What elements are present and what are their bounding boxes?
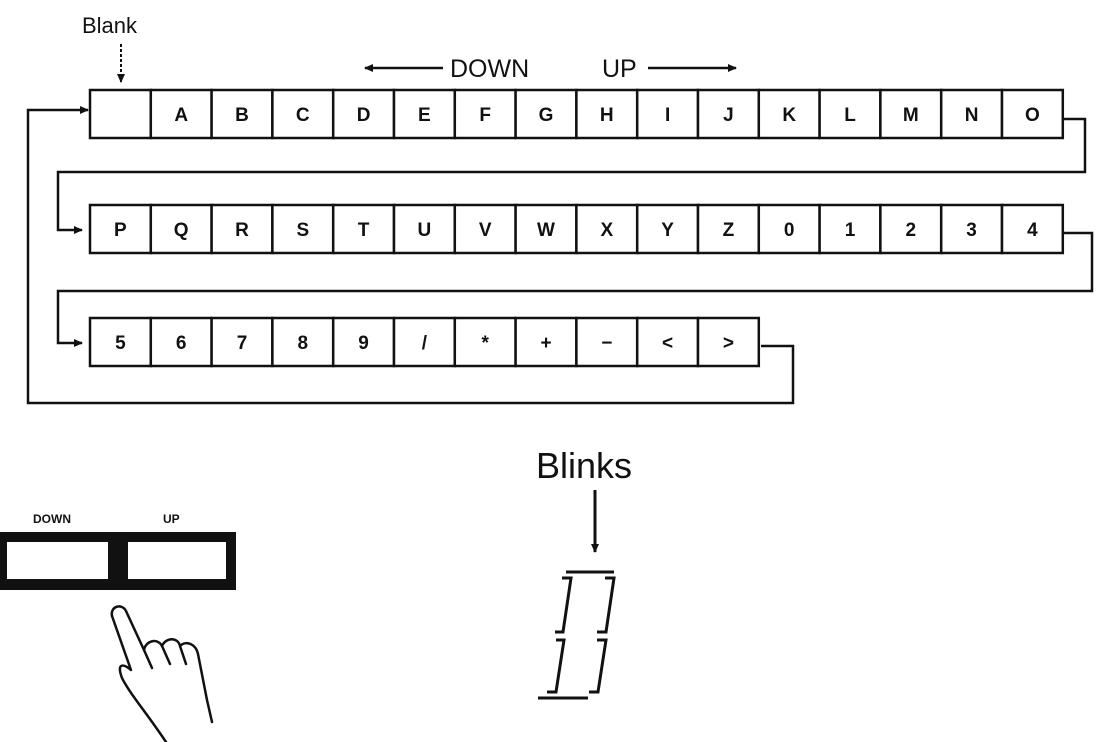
character-label: L [844,105,856,126]
character-label: T [358,220,370,241]
down-button-label: DOWN [33,512,71,526]
character-cell [392,203,457,255]
blank-character-cell [88,88,153,140]
character-cell [696,203,761,255]
character-cell [453,203,517,255]
character-label: Q [174,220,189,241]
character-cell [210,316,274,368]
character-cell [331,88,396,140]
character-label: Z [723,220,735,241]
character-label: N [965,105,979,126]
character-label: D [357,105,371,126]
seven-segment-digit-icon [538,570,616,700]
character-label: O [1025,105,1040,126]
character-rows: A B C D E F G H I J K L M N O P Q R S T U V W X Y Z 0 1 2 3 4 5 6 7 8 9 / * + −… [88,88,1065,368]
character-label: I [665,105,670,126]
character-cell [818,88,882,140]
character-cell [271,316,335,368]
character-label: > [723,333,734,354]
character-cell [453,316,517,368]
character-label: 0 [784,220,795,241]
row2-to-row3-connector [56,231,1094,347]
character-label: W [537,220,555,241]
character-label: 5 [115,333,126,354]
blinks-label: Blinks [536,445,632,486]
character-cell [1000,203,1065,255]
character-cell [1000,88,1065,140]
character-cell [635,316,700,368]
character-label: B [235,105,249,126]
character-cell [575,316,639,368]
character-label: 3 [966,220,977,241]
character-label: Y [661,220,674,241]
character-label: E [418,105,431,126]
up-button[interactable] [126,540,228,581]
character-cell [939,203,1004,255]
character-cell [210,203,274,255]
character-label: K [782,105,796,126]
character-cell [696,316,761,368]
character-cell [939,88,1004,140]
character-label: + [540,333,551,354]
character-label: / [422,333,428,354]
character-row-1: A B C D E F G H I J K L M N O [88,88,1065,140]
character-cell [757,203,821,255]
character-cell [210,88,274,140]
character-label: < [662,333,673,354]
row1-to-row2-connector [56,117,1087,234]
character-label: A [174,105,188,126]
character-cell [149,203,213,255]
character-label: F [479,105,491,126]
pointing-hand-icon [110,605,214,742]
character-label: C [296,105,310,126]
up-direction-label: UP [602,55,637,83]
character-label: S [296,220,309,241]
character-label: M [903,105,919,126]
row3-to-row1-return-connector [26,106,795,405]
character-label: 7 [237,333,248,354]
character-cell [879,203,943,255]
character-label: X [600,220,613,241]
character-label: H [600,105,614,126]
character-label: 6 [176,333,187,354]
character-cell [635,203,700,255]
character-cell [149,316,213,368]
character-label: V [479,220,492,241]
character-label: * [481,333,489,354]
character-cell [331,203,396,255]
down-button[interactable] [5,540,110,581]
character-label: − [601,333,612,354]
character-label: 4 [1027,220,1038,241]
down-direction-label: DOWN [450,55,529,83]
character-label: 2 [906,220,917,241]
character-label: P [114,220,127,241]
character-label: J [723,105,734,126]
character-row-3: 5 6 7 8 9 / * + − < > [88,316,761,368]
character-label: 1 [845,220,856,241]
character-label: R [235,220,249,241]
character-label: U [418,220,432,241]
character-label: G [539,105,554,126]
character-cell [331,316,396,368]
character-cell [392,88,457,140]
character-label: 9 [358,333,369,354]
character-label: 8 [298,333,309,354]
character-cell [453,88,517,140]
character-cell [514,88,578,140]
up-button-label: UP [163,512,180,526]
character-cell [575,203,639,255]
blank-label: Blank [82,13,138,38]
character-row-2: P Q R S T U V W X Y Z 0 1 2 3 4 [88,203,1065,255]
